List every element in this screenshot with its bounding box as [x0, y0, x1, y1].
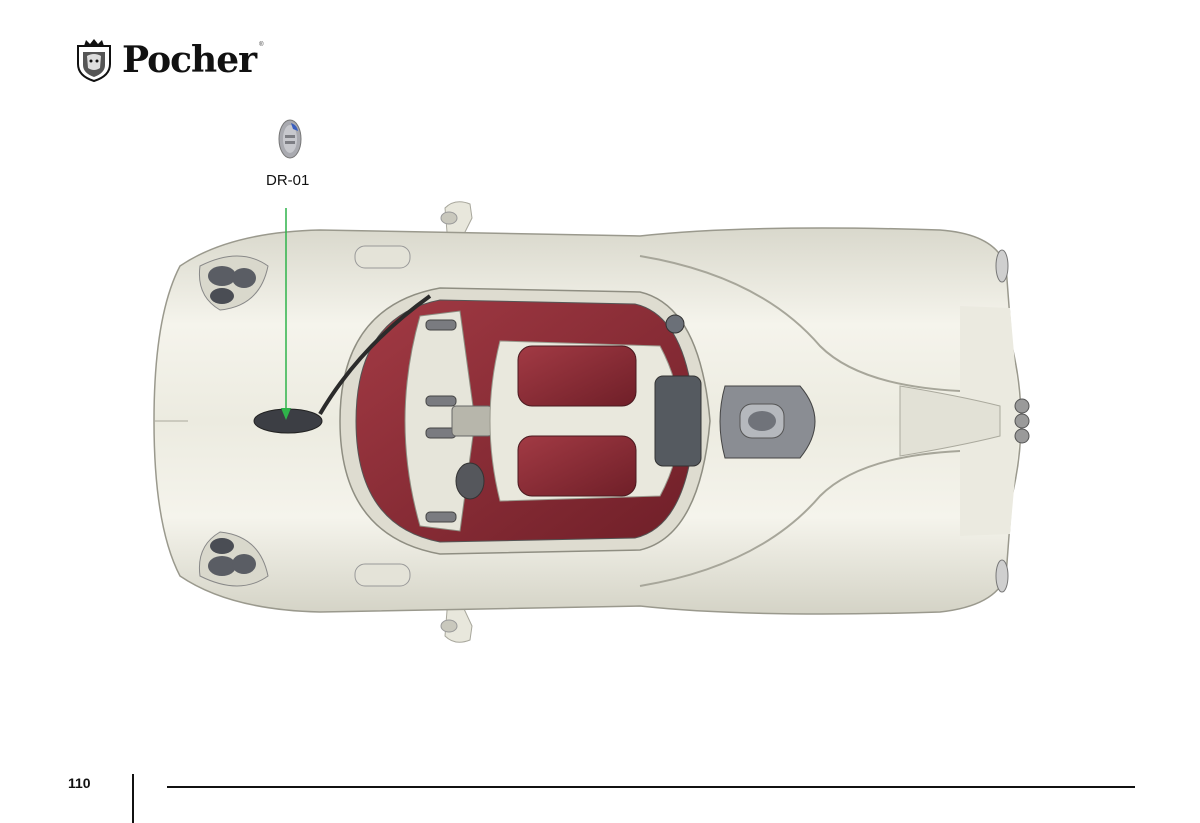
trademark-mark: ® [259, 42, 264, 48]
footer-vertical-rule [132, 774, 134, 823]
header: Pocher ® [76, 38, 264, 82]
door-mirror-part-icon [278, 119, 302, 159]
callout-arrow [281, 208, 291, 420]
brand-name: Pocher [122, 39, 257, 81]
footer-horizontal-rule [167, 786, 1135, 788]
page-number: 110 [68, 775, 91, 791]
engine-bay [719, 385, 816, 459]
exhaust [1014, 398, 1030, 444]
pocher-crest-logo [77, 39, 111, 82]
car-top-view [153, 201, 1030, 643]
right-headlight [198, 531, 269, 587]
left-headlight [198, 255, 269, 311]
part-label: DR-01 [266, 172, 310, 189]
